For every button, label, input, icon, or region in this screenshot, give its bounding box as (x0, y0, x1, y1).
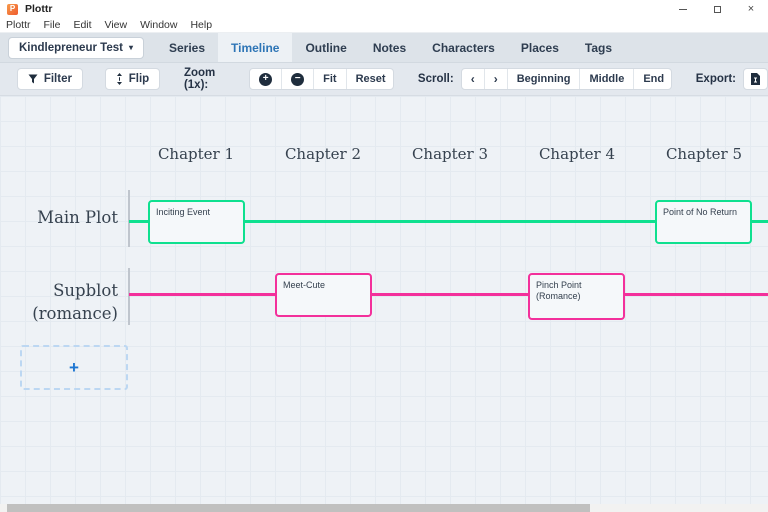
scroll-middle-button[interactable]: Middle (579, 69, 633, 89)
minimize-button[interactable] (666, 0, 700, 18)
scene-card-point-of-no-return[interactable]: Point of No Return (655, 200, 752, 244)
window-controls: × (666, 0, 768, 18)
tab-notes[interactable]: Notes (372, 40, 407, 55)
scroll-label: Scroll: (417, 73, 454, 85)
close-button[interactable]: × (734, 0, 768, 18)
flip-button-label: Flip (128, 73, 150, 85)
maximize-icon (713, 5, 721, 13)
zoom-out-button[interactable]: − (281, 69, 313, 89)
add-plotline-button[interactable]: + (20, 345, 128, 390)
horizontal-scrollbar[interactable] (0, 504, 768, 512)
timeline-canvas: Chapter 1 Chapter 2 Chapter 3 Chapter 4 … (0, 96, 768, 504)
maximize-button[interactable] (700, 0, 734, 18)
flip-button[interactable]: Flip (104, 68, 161, 90)
chapter-header-2[interactable]: Chapter 2 (284, 145, 362, 163)
filter-button[interactable]: Filter (16, 68, 83, 90)
menu-file[interactable]: File (43, 19, 61, 31)
scene-card-title: Point of No Return (663, 207, 738, 217)
scroll-button-group: ‹ › Beginning Middle End (460, 68, 672, 90)
chapter-header-3[interactable]: Chapter 3 (411, 145, 489, 163)
chevron-down-icon: ▾ (128, 43, 133, 52)
zoom-in-icon: + (259, 72, 273, 86)
chapter-header-4[interactable]: Chapter 4 (538, 145, 616, 163)
plotline-main-plot-line (129, 220, 768, 223)
export-icon (750, 73, 761, 85)
plus-icon: + (69, 358, 79, 377)
scroll-right-button[interactable]: › (483, 69, 507, 89)
scene-card-inciting-event[interactable]: Inciting Event (148, 200, 245, 244)
close-icon: × (747, 3, 755, 15)
chapter-header-1[interactable]: Chapter 1 (157, 145, 235, 163)
fit-button[interactable]: Fit (313, 69, 345, 89)
zoom-label: Zoom (1x): (183, 67, 216, 91)
menu-window[interactable]: Window (140, 19, 178, 31)
project-selector-label: Kindlepreneur Test (19, 41, 123, 54)
scene-card-title: Meet-Cute (283, 280, 326, 290)
app-logo-icon: P (7, 3, 18, 15)
scene-card-title: Inciting Event (156, 207, 211, 217)
tab-characters[interactable]: Characters (432, 40, 495, 55)
scroll-end-button[interactable]: End (633, 69, 671, 89)
tabs: Series Timeline Outline Notes Characters… (156, 33, 625, 62)
zoom-button-group: + − Fit Reset (249, 68, 395, 90)
tab-tags[interactable]: Tags (584, 40, 613, 55)
zoom-out-icon: − (291, 72, 305, 86)
filter-funnel-icon (28, 74, 38, 84)
scroll-beginning-button[interactable]: Beginning (506, 69, 580, 89)
menu-help[interactable]: Help (190, 19, 213, 31)
horizontal-scrollbar-thumb[interactable] (7, 504, 590, 512)
window-title: Plottr (25, 3, 53, 15)
chapter-header-5[interactable]: Chapter 5 (665, 145, 743, 163)
row-divider (128, 268, 130, 325)
menubar: Plottr File Edit View Window Help (0, 18, 768, 33)
tab-places[interactable]: Places (520, 40, 559, 55)
minimize-icon (679, 8, 687, 10)
menu-view[interactable]: View (104, 19, 128, 31)
reset-button[interactable]: Reset (345, 69, 394, 89)
filter-button-label: Filter (43, 73, 72, 85)
menu-edit[interactable]: Edit (73, 19, 92, 31)
plotline-subplot-line (129, 293, 768, 296)
scroll-left-button[interactable]: ‹ (470, 72, 475, 86)
titlebar: P Plottr × (0, 0, 768, 18)
menu-plottr[interactable]: Plottr (6, 19, 31, 31)
scene-card-title: Pinch Point (Romance) (536, 280, 582, 301)
tab-bar: Kindlepreneur Test ▾ Series Timeline Out… (0, 33, 768, 62)
flip-vertical-arrows-icon (116, 73, 123, 85)
zoom-in-button[interactable]: + (250, 69, 281, 89)
export-label: Export: (695, 73, 737, 85)
project-selector-dropdown[interactable]: Kindlepreneur Test ▾ (8, 36, 144, 59)
timeline-toolbar: Filter Flip Zoom (1x): + − Fit Reset Scr… (0, 62, 768, 96)
row-divider (128, 190, 130, 247)
plotline-label-subplot-romance[interactable]: Supblot (romance) (32, 281, 118, 323)
tab-outline[interactable]: Outline (305, 40, 347, 55)
scene-card-pinch-point[interactable]: Pinch Point (Romance) (528, 273, 625, 320)
tab-series[interactable]: Series (168, 40, 205, 55)
tab-timeline[interactable]: Timeline (218, 33, 293, 62)
plotline-label-main-plot[interactable]: Main Plot (37, 208, 118, 227)
scene-card-meet-cute[interactable]: Meet-Cute (275, 273, 372, 317)
export-button[interactable] (743, 68, 768, 90)
